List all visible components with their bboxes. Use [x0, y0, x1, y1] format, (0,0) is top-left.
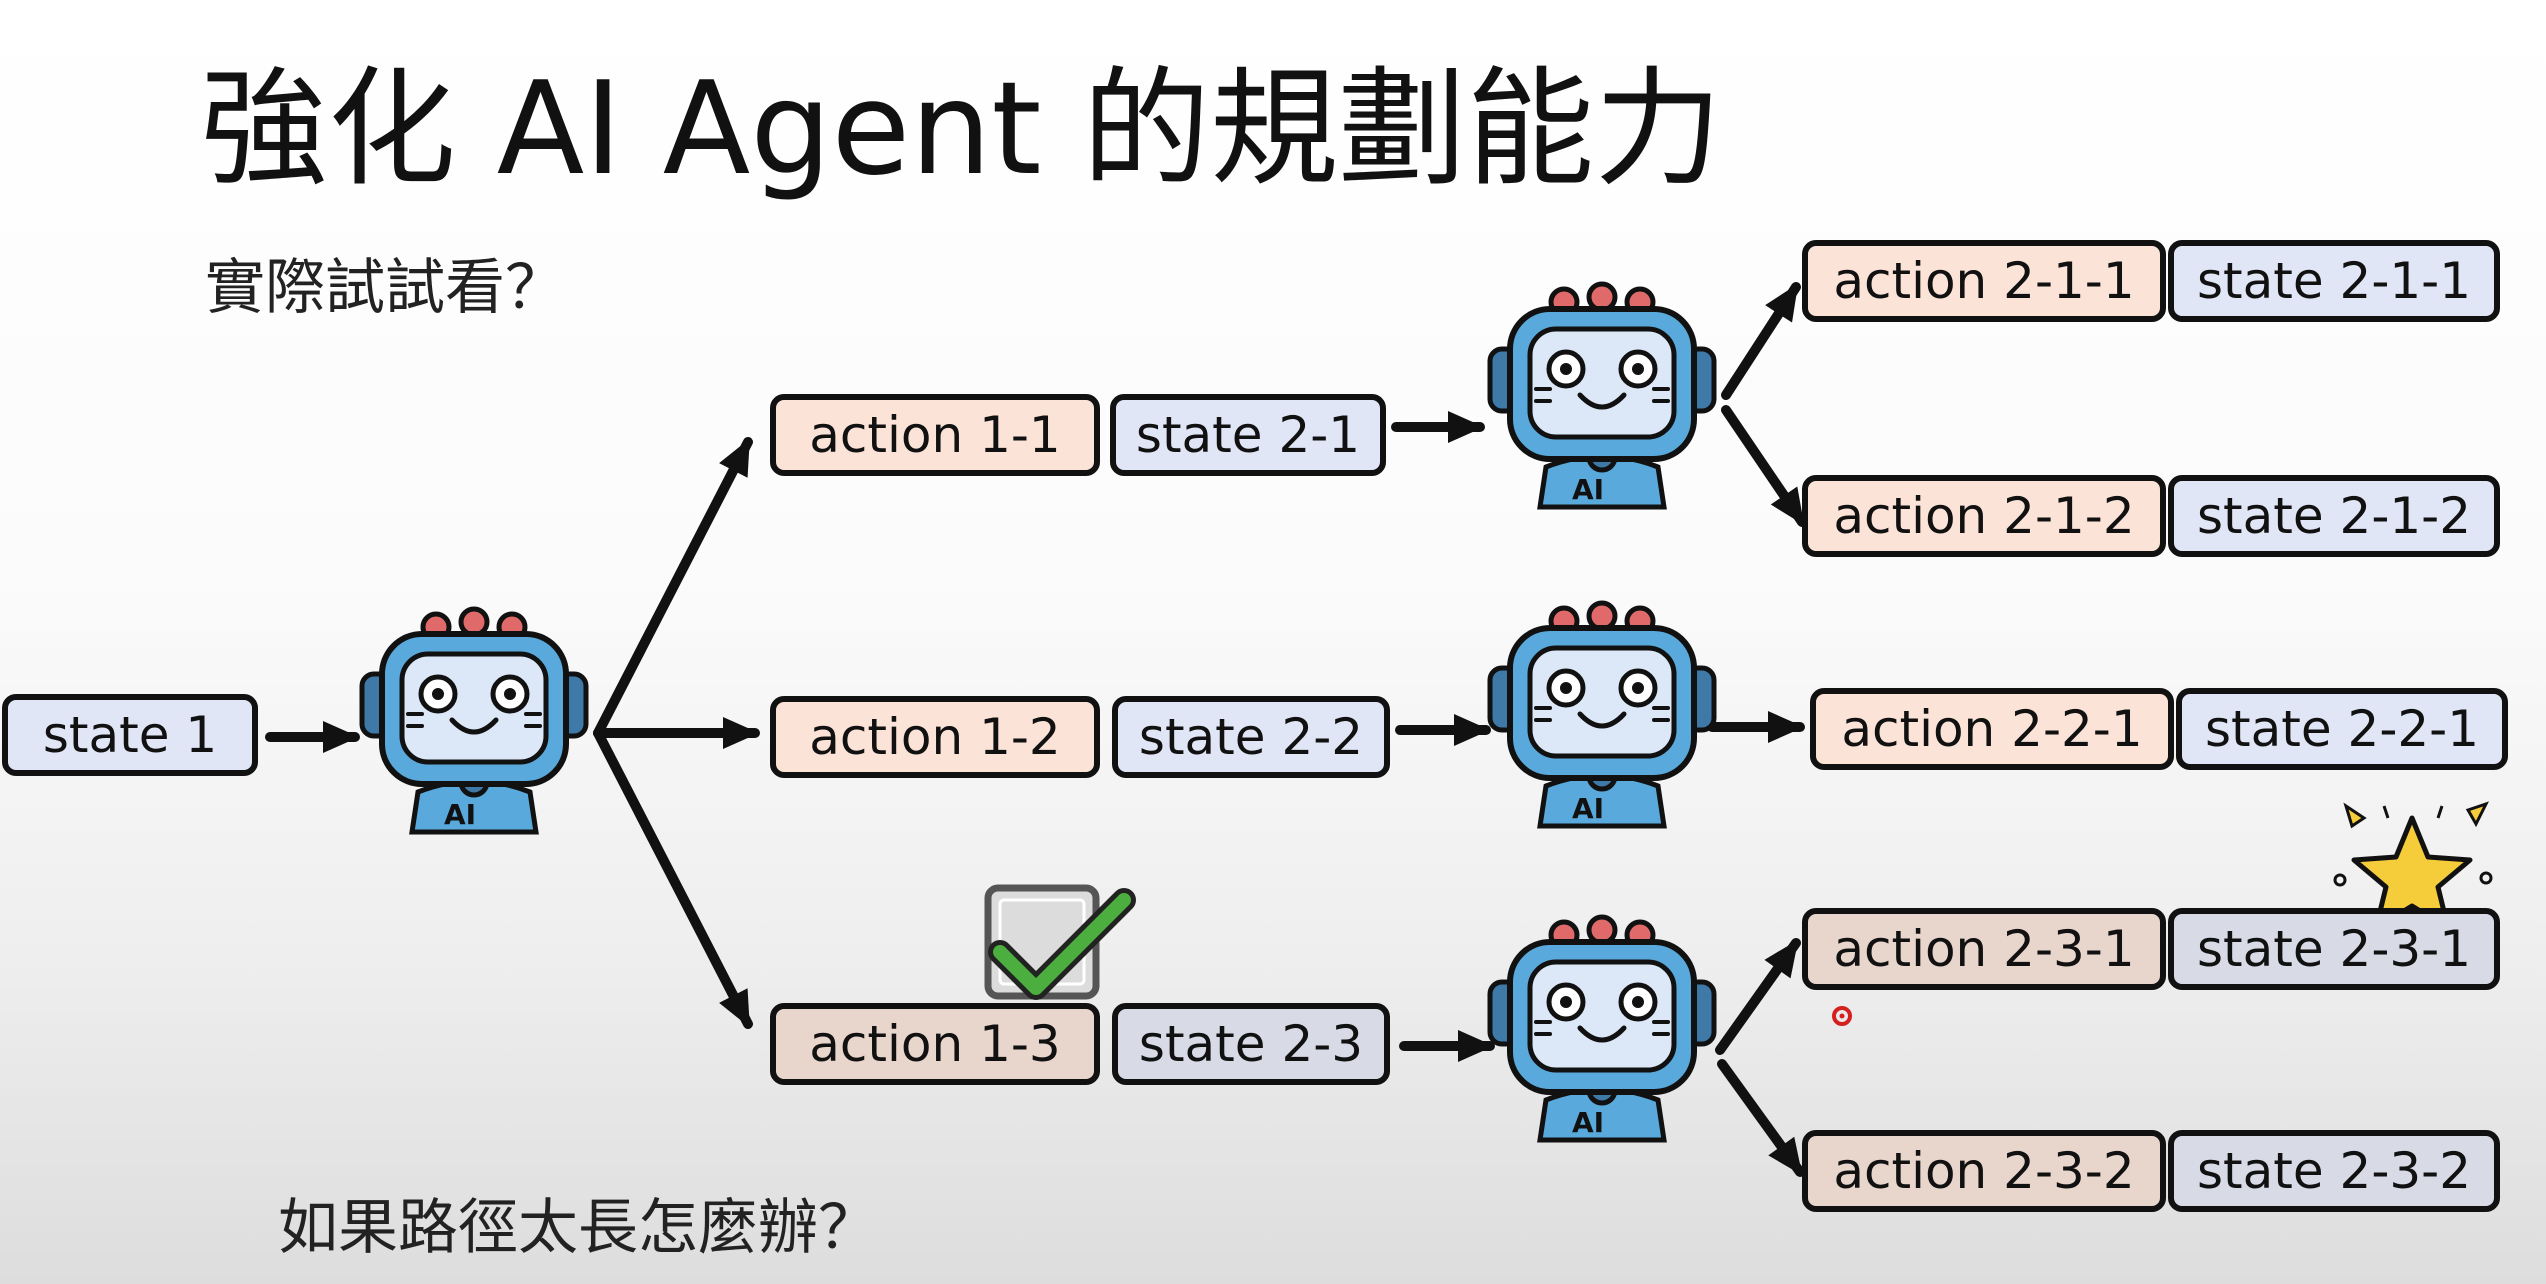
node-action-1-2: action 1-2 [770, 696, 1100, 778]
checkmark-icon [984, 884, 1136, 1000]
robot-icon [362, 609, 586, 832]
node-action-1-3: action 1-3 [770, 1003, 1100, 1085]
edge-agent-a11 [593, 437, 753, 738]
node-state-2-1-2: state 2-1-2 [2168, 475, 2500, 557]
edge-agent2-a212 [1721, 405, 1807, 527]
node-state-2-1-1: state 2-1-1 [2168, 240, 2500, 322]
edge-agent4-a232 [1717, 1059, 1805, 1177]
slide-question: 如果路徑太長怎麼辦？ [278, 1193, 878, 1263]
node-state-2-2: state 2-2 [1112, 696, 1390, 778]
node-state-2-3: state 2-3 [1112, 1003, 1390, 1085]
robot-icon [1490, 603, 1714, 826]
robot-icon [1490, 917, 1714, 1140]
node-action-2-3-2: action 2-3-2 [1802, 1130, 2166, 1212]
node-action-2-1-2: action 2-1-2 [1802, 475, 2166, 557]
node-state-2-1: state 2-1 [1110, 394, 1386, 476]
edge-agent2-a211 [1721, 282, 1801, 400]
cursor-pointer [1832, 1006, 1852, 1026]
node-action-2-2-1: action 2-2-1 [1810, 688, 2174, 770]
robot-icon [1490, 284, 1714, 507]
node-state-2-3-1: state 2-3-1 [2168, 908, 2500, 990]
node-action-1-1: action 1-1 [770, 394, 1100, 476]
node-action-2-1-1: action 2-1-1 [1802, 240, 2166, 322]
node-state-2-3-2: state 2-3-2 [2168, 1130, 2500, 1212]
node-state-2-2-1: state 2-2-1 [2176, 688, 2508, 770]
edges [265, 282, 1807, 1177]
edge-agent4-a231 [1715, 938, 1801, 1055]
slide-subtitle: 實際試試看？ [205, 253, 565, 323]
node-state-1: state 1 [2, 694, 258, 776]
node-action-2-3-1: action 2-3-1 [1802, 908, 2166, 990]
slide-title: 強化 AI Agent 的規劃能力 [200, 55, 1723, 204]
edge-agent-a13 [593, 728, 753, 1029]
